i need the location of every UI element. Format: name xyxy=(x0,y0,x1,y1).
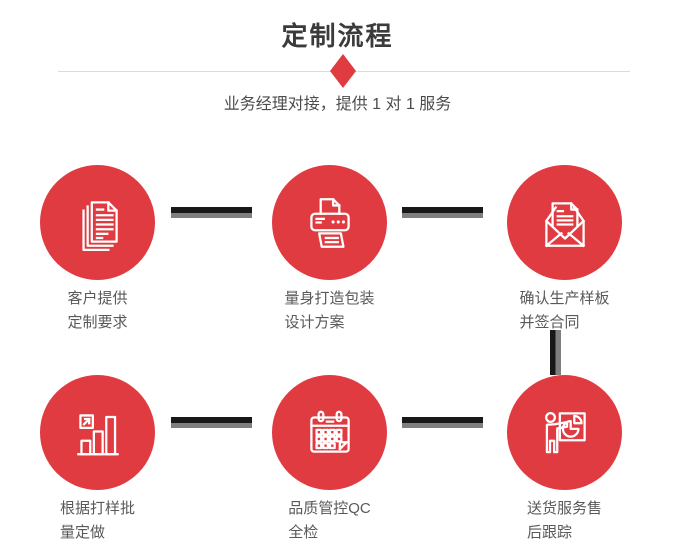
step-customer-requirements: 客户提供 定制要求 xyxy=(40,165,155,331)
diamond-icon xyxy=(330,54,356,88)
connector-step1-step2 xyxy=(171,207,252,218)
step-label: 送货服务售 后跟踪 xyxy=(526,500,603,541)
step-delivery-after-sales: 送货服务售 后跟踪 xyxy=(507,375,622,541)
step-circle xyxy=(272,375,387,490)
step-quality-control: 品质管控QC 全检 xyxy=(272,375,387,541)
connector-step3-step6 xyxy=(550,330,561,375)
step-label: 品质管控QC 全检 xyxy=(288,500,371,541)
step-label: 根据打样批 量定做 xyxy=(59,500,136,541)
subtitle: 业务经理对接，提供 1 对 1 服务 xyxy=(223,96,452,113)
envelope-icon xyxy=(544,201,585,247)
step-circle xyxy=(40,375,155,490)
calendar-icon xyxy=(309,410,350,453)
page-title: 定制流程 xyxy=(281,21,394,51)
step-label: 客户提供 定制要求 xyxy=(67,290,128,331)
documents-icon xyxy=(81,200,118,251)
step-circle xyxy=(272,165,387,280)
step-circle xyxy=(507,375,622,490)
step-circle xyxy=(507,165,622,280)
connector-step2-step3 xyxy=(402,207,483,218)
connector-step5-step6 xyxy=(402,417,483,428)
printer-icon xyxy=(309,197,350,248)
presentation-icon xyxy=(544,411,586,453)
step-label: 确认生产样板 并签合同 xyxy=(519,290,610,331)
step-batch-production: 根据打样批 量定做 xyxy=(40,375,155,541)
step-label: 量身打造包装 设计方案 xyxy=(284,290,375,331)
step-circle xyxy=(40,165,155,280)
step-packaging-design: 量身打造包装 设计方案 xyxy=(272,165,387,331)
connector-step4-step5 xyxy=(171,417,252,428)
bar-chart-icon xyxy=(76,413,119,455)
step-confirm-sample-contract: 确认生产样板 并签合同 xyxy=(507,165,622,331)
